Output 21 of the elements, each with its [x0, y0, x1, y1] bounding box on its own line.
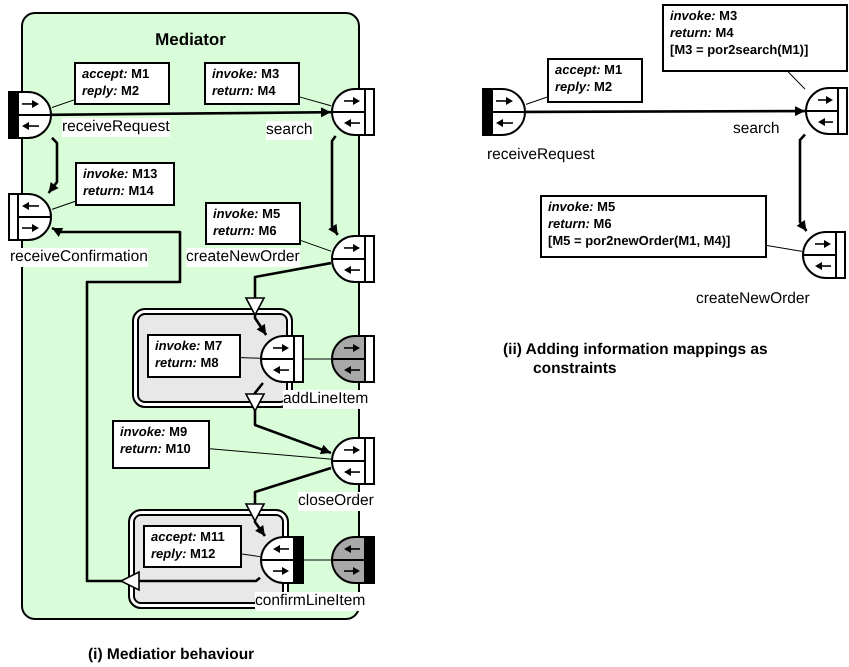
- port-label: createNewOrder: [186, 248, 300, 267]
- annotation-box: invoke: M5 return: M6 [M5 = por2newOrder(M1, M4)]: [540, 195, 767, 258]
- annotation-box: invoke: M13 return: M14: [75, 162, 175, 206]
- port-label: receiveRequest: [487, 146, 595, 165]
- container-title: Mediator: [154, 30, 227, 50]
- figure-caption: (ii) Adding information mappings as constraints: [503, 340, 769, 379]
- port-label: receiveRequest: [62, 118, 170, 137]
- port-label: addLineItem: [283, 390, 368, 409]
- port-label: receiveConfirmation: [10, 248, 148, 267]
- annotation-box: invoke: M9 return: M10: [112, 420, 210, 469]
- annotation-box: accept: M11 reply: M12: [143, 525, 242, 568]
- annotation-box: invoke: M3 return: M4: [204, 62, 300, 105]
- annotation-box: invoke: M5 return: M6: [205, 202, 301, 245]
- annotation-box: invoke: M7 return: M8: [147, 334, 241, 378]
- annotation-box: accept: M1 reply: M2: [74, 62, 170, 105]
- port-label: confirmLineItem: [255, 592, 366, 611]
- annotation-box: invoke: M3 return: M4 [M3 = por2search(M1)]: [662, 4, 848, 72]
- port-label: search: [266, 121, 313, 140]
- figure-caption: (i) Mediatior behaviour: [88, 645, 256, 664]
- annotation-box: accept: M1 reply: M2: [547, 58, 643, 103]
- port-label: closeOrder: [298, 492, 374, 511]
